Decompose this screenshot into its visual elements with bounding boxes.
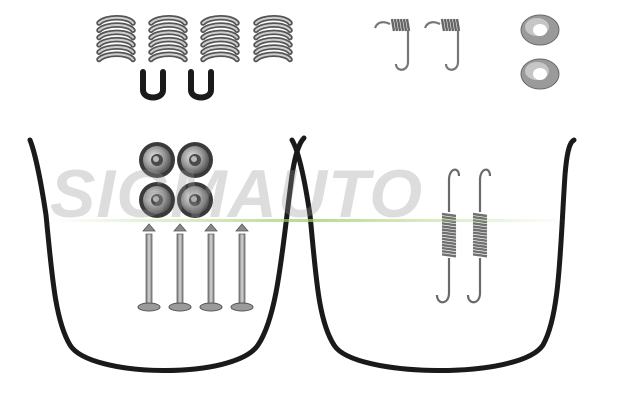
u-clip-2 — [188, 69, 214, 101]
compression-spring-3 — [200, 15, 240, 63]
retainer-cup-3 — [139, 182, 175, 218]
compression-spring-2 — [148, 15, 188, 63]
retainer-cup-2 — [177, 142, 213, 178]
washer-1 — [520, 14, 560, 46]
retainer-cup-4 — [177, 182, 213, 218]
retainer-cup-1 — [139, 142, 175, 178]
compression-spring-4 — [253, 15, 293, 63]
compression-spring-1 — [96, 15, 136, 63]
wire-bracket-left — [27, 135, 307, 373]
hook-spring-2 — [423, 18, 461, 71]
hold-down-pin-2 — [168, 223, 192, 312]
wire-bracket-right — [289, 137, 577, 373]
hold-down-pin-1 — [137, 223, 161, 312]
watermark-underline — [50, 219, 570, 222]
hook-spring-1 — [373, 18, 411, 71]
tension-spring-1 — [435, 168, 461, 304]
hold-down-pin-4 — [230, 223, 254, 312]
tension-spring-2 — [466, 168, 492, 304]
u-clip-1 — [140, 69, 166, 101]
washer-2 — [520, 58, 560, 90]
hold-down-pin-3 — [199, 223, 223, 312]
